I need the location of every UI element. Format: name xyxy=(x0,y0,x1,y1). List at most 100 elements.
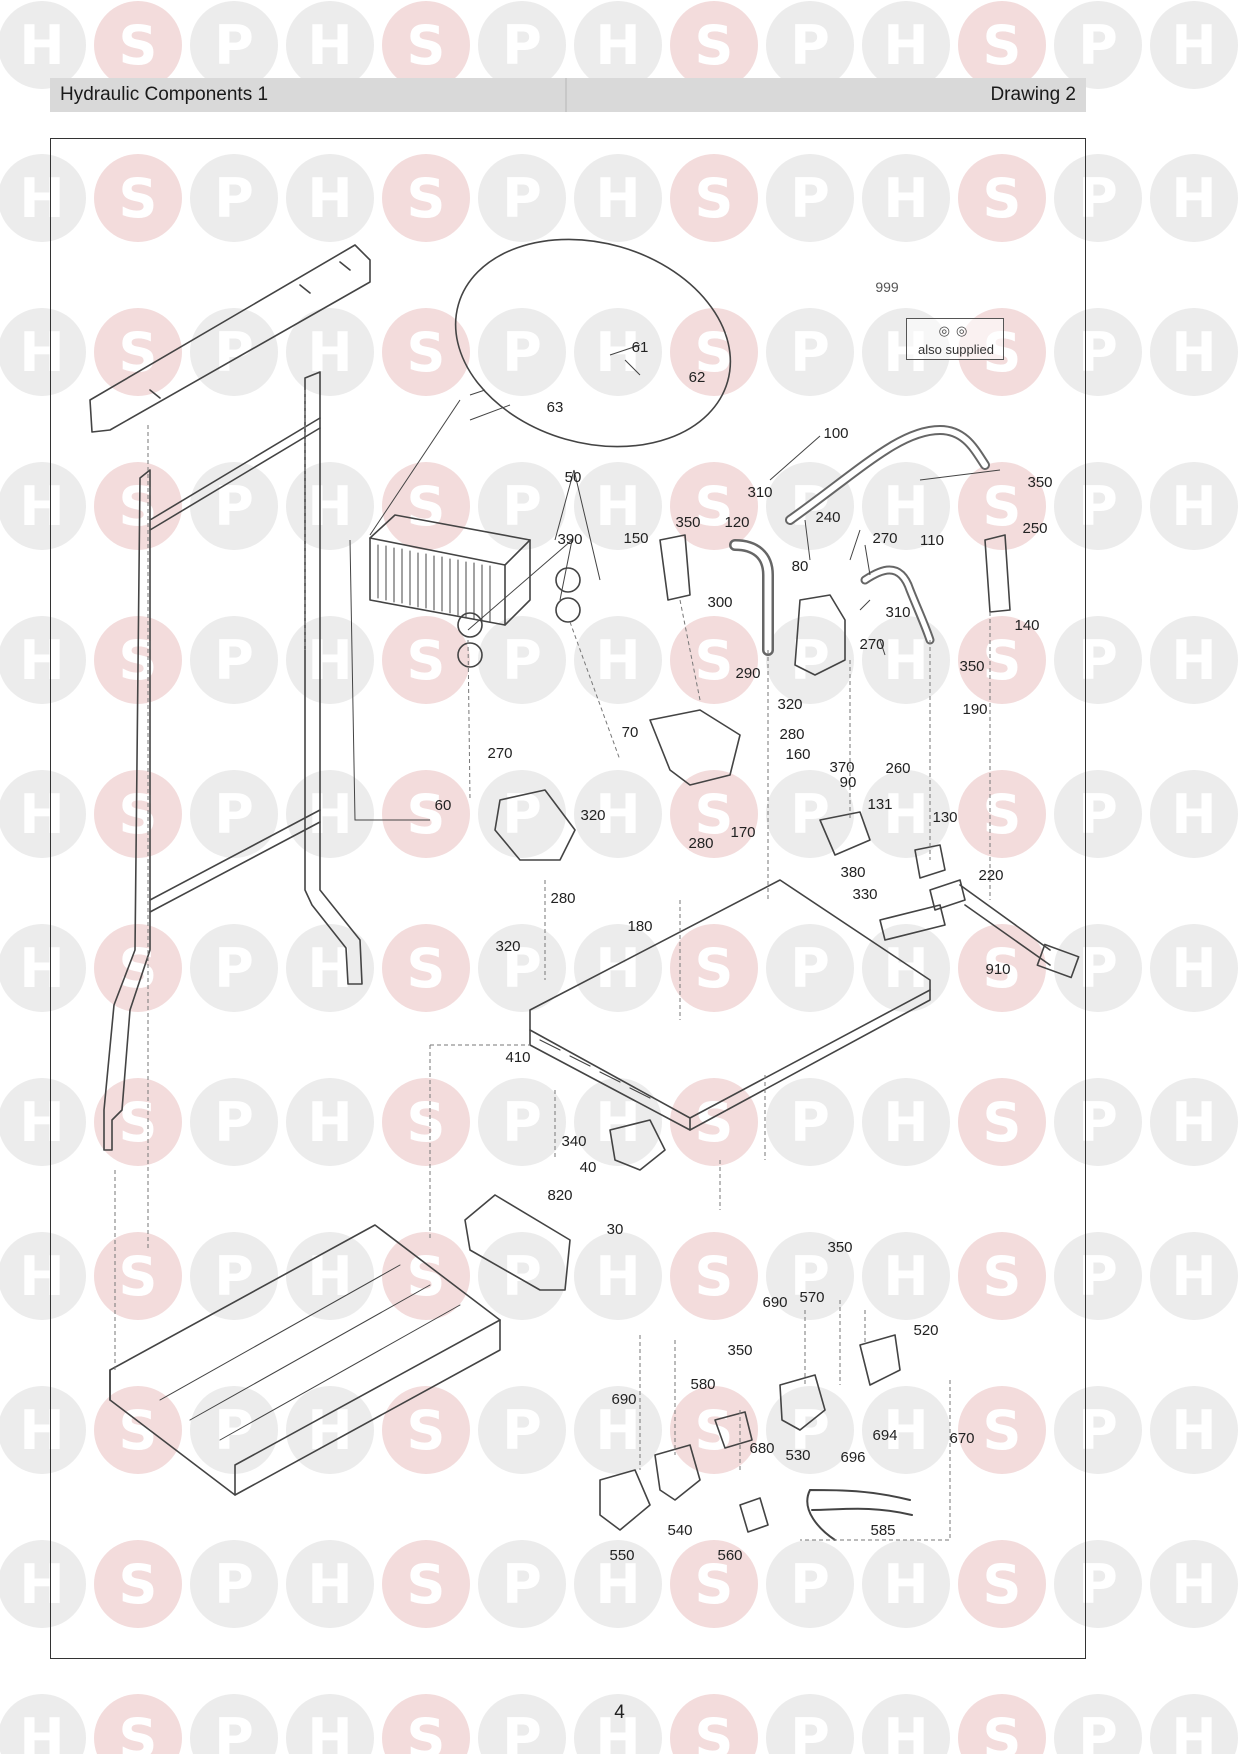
watermark-disc xyxy=(1150,154,1238,242)
fitting-560 xyxy=(739,1497,769,1533)
watermark-letter: P xyxy=(1078,1091,1118,1154)
page-number: 4 xyxy=(614,1702,625,1723)
watermark-disc xyxy=(1054,1386,1142,1474)
watermark-letter: H xyxy=(19,1707,64,1754)
watermark-letter: P xyxy=(790,1553,830,1616)
diverter-60 xyxy=(494,789,576,861)
watermark-disc xyxy=(286,462,374,550)
watermark-disc xyxy=(1054,924,1142,1012)
watermark-letter: P xyxy=(502,783,542,846)
watermark-letter: H xyxy=(307,1245,352,1308)
part-number-label: 280 xyxy=(550,890,575,907)
watermark-disc xyxy=(862,770,950,858)
part-number-label: 370 xyxy=(829,759,854,776)
watermark-disc xyxy=(574,1078,662,1166)
watermark-letter: S xyxy=(407,1245,446,1308)
watermark-disc xyxy=(574,924,662,1012)
part-number-label: 410 xyxy=(505,1049,530,1066)
watermark-disc xyxy=(94,462,182,550)
watermark-disc xyxy=(1054,462,1142,550)
watermark-letter: S xyxy=(695,1707,734,1754)
watermark-letter: S xyxy=(119,1553,158,1616)
watermark-disc xyxy=(862,462,950,550)
watermark-disc xyxy=(1054,1540,1142,1628)
watermark-disc xyxy=(1150,1694,1238,1754)
watermark-disc xyxy=(766,770,854,858)
watermark-letter: H xyxy=(883,1091,928,1154)
watermark-letter: S xyxy=(119,1245,158,1308)
watermark-letter: S xyxy=(983,167,1022,230)
watermark-letter: P xyxy=(214,1707,254,1754)
washer-pair-icon: ◎◎ xyxy=(938,323,974,338)
watermark-letter: H xyxy=(883,167,928,230)
watermark-disc xyxy=(574,1,662,89)
watermark-disc xyxy=(670,154,758,242)
part-number-label: 240 xyxy=(815,509,840,526)
part-number-label: 62 xyxy=(689,369,706,386)
watermark-disc xyxy=(574,462,662,550)
watermark-letter: S xyxy=(983,937,1022,1000)
watermark-letter: H xyxy=(883,783,928,846)
watermark-letter: H xyxy=(307,14,352,77)
watermark-disc xyxy=(94,1694,182,1754)
watermark-letter: P xyxy=(214,783,254,846)
watermark-letter: P xyxy=(214,475,254,538)
watermark-disc xyxy=(0,1078,86,1166)
watermark-disc xyxy=(574,770,662,858)
watermark-disc xyxy=(766,924,854,1012)
watermark-letter: P xyxy=(1078,1553,1118,1616)
part-number-label: 320 xyxy=(777,696,802,713)
watermark-disc xyxy=(286,1232,374,1320)
watermark-disc xyxy=(670,770,758,858)
watermark-letter: S xyxy=(983,1091,1022,1154)
watermark-letter: P xyxy=(1078,783,1118,846)
part-number-label: 585 xyxy=(870,1522,895,1539)
watermark-disc xyxy=(0,1386,86,1474)
frame-rail-right xyxy=(304,371,363,985)
part-number-label: 520 xyxy=(913,1322,938,1339)
watermark-disc xyxy=(382,924,470,1012)
watermark-letter: H xyxy=(1171,1707,1216,1754)
watermark-letter: P xyxy=(502,14,542,77)
watermark-letter: P xyxy=(1078,629,1118,692)
watermark-disc xyxy=(94,1078,182,1166)
watermark-disc xyxy=(94,1232,182,1320)
watermark-letter: S xyxy=(407,1399,446,1462)
watermark-disc xyxy=(286,924,374,1012)
watermark-disc xyxy=(670,1694,758,1754)
watermark-disc xyxy=(574,154,662,242)
part-number-label: 670 xyxy=(949,1430,974,1447)
fitting-220 xyxy=(929,879,966,911)
part-number-label: 380 xyxy=(840,864,865,881)
watermark-letter: H xyxy=(19,937,64,1000)
gas-cock-40 xyxy=(609,1119,666,1171)
part-number-label: 300 xyxy=(707,594,732,611)
part-number-label: 150 xyxy=(623,530,648,547)
watermark-letter: H xyxy=(1171,1245,1216,1308)
watermark-disc xyxy=(286,308,374,396)
watermark-disc xyxy=(862,1694,950,1754)
watermark-disc xyxy=(190,154,278,242)
watermark-disc xyxy=(1150,616,1238,704)
part-number-label: 160 xyxy=(785,746,810,763)
watermark-letter: P xyxy=(502,1091,542,1154)
watermark-disc xyxy=(190,462,278,550)
watermark-disc xyxy=(958,770,1046,858)
watermark-disc xyxy=(862,154,950,242)
watermark-letter: P xyxy=(214,1553,254,1616)
watermark-disc xyxy=(190,1078,278,1166)
watermark-letter: S xyxy=(695,1399,734,1462)
watermark-letter: H xyxy=(595,629,640,692)
also-supplied-caption: also supplied xyxy=(918,342,994,357)
watermark-letter: H xyxy=(883,1707,928,1754)
watermark-letter: S xyxy=(695,475,734,538)
watermark-letter: S xyxy=(407,937,446,1000)
watermark-disc xyxy=(190,1,278,89)
watermark-letter: H xyxy=(1171,1553,1216,1616)
watermark-letter: H xyxy=(307,783,352,846)
watermark-disc xyxy=(94,1386,182,1474)
part-number-label: 580 xyxy=(690,1376,715,1393)
watermark-letter: H xyxy=(883,629,928,692)
watermark-letter: P xyxy=(790,1399,830,1462)
watermark-disc xyxy=(670,1,758,89)
